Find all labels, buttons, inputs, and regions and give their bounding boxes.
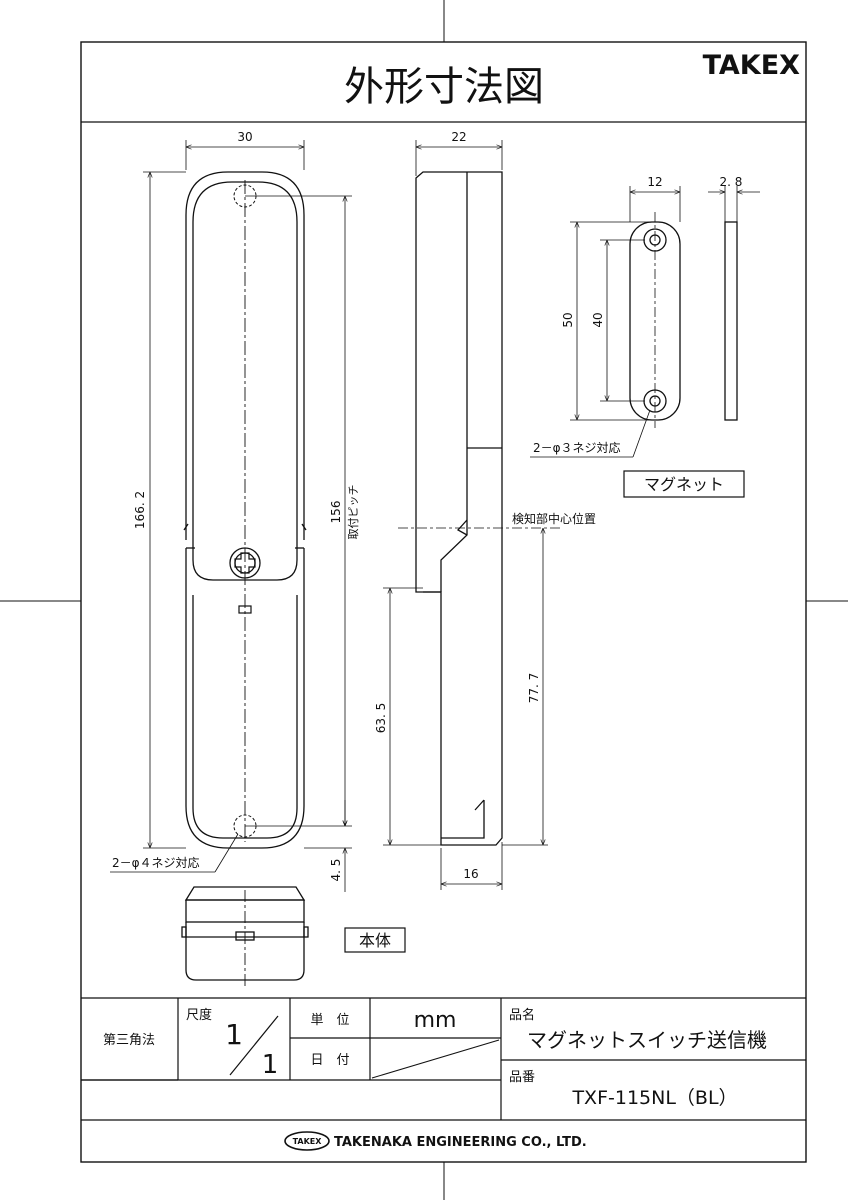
- dim-total-height-label: 166. 2: [133, 491, 147, 529]
- dim-sensor-offset-label: 77. 7: [527, 673, 541, 704]
- product-number-label: 品番: [509, 1070, 535, 1085]
- dim-side-width-label: 22: [451, 130, 466, 144]
- dim-mount-pitch-value: 156: [329, 501, 343, 524]
- dim-magnet-thickness: [708, 186, 760, 222]
- date-label: 日 付: [310, 1053, 349, 1068]
- dim-side-width: [415, 140, 503, 176]
- dim-total-height: [143, 171, 186, 849]
- dim-magnet-hole-pitch-label: 40: [591, 312, 605, 327]
- drawing-frame: [80, 41, 807, 1163]
- main-body-label: 本体: [359, 931, 391, 950]
- main-screw-note: 2－φ４ネジ対応: [112, 856, 200, 870]
- dim-mount-pitch: [245, 195, 352, 827]
- projection-label: 第三角法: [103, 1033, 155, 1048]
- magnet-side-view: [724, 221, 738, 421]
- dim-width-label: 30: [237, 130, 252, 144]
- magnet-screw-note: 2－φ３ネジ対応: [533, 441, 621, 455]
- page-title: 外形寸法図: [344, 64, 544, 110]
- scale-denominator: 1: [262, 1050, 279, 1080]
- magnet-screw-leader: [530, 409, 651, 458]
- company-logo-text: TAKEX: [293, 1137, 323, 1146]
- dim-bottom-width: [440, 842, 503, 890]
- dim-bottom-offset-label: 4. 5: [329, 859, 343, 882]
- product-name-label: 品名: [509, 1007, 535, 1023]
- main-screw-leader: [110, 833, 239, 873]
- dim-lower-offset-label: 63. 5: [374, 703, 388, 734]
- main-body-side-view: [415, 171, 503, 846]
- scale-numerator: 1: [225, 1018, 243, 1051]
- unit-value: mm: [414, 1008, 457, 1033]
- dim-sensor-offset: [502, 528, 548, 846]
- dim-magnet-height-label: 50: [561, 312, 575, 327]
- dim-magnet-hole-pitch: [600, 239, 645, 402]
- company-logo: TAKEX: [284, 1131, 330, 1151]
- title-block-grid: [81, 997, 806, 1121]
- unit-label: 単 位: [310, 1012, 349, 1028]
- dim-magnet-thickness-label: 2. 8: [720, 175, 743, 189]
- company-name: TAKENAKA ENGINEERING CO., LTD.: [334, 1135, 587, 1150]
- dim-mount-pitch-label: 取付ピッチ: [347, 485, 360, 540]
- dim-magnet-width: [629, 186, 681, 222]
- dim-bottom-offset: [304, 800, 352, 892]
- brand-logo: TAKEX: [703, 50, 801, 81]
- dim-magnet-height: [570, 221, 652, 421]
- scale-label: 尺度: [186, 1007, 212, 1023]
- dim-width-30: [185, 140, 305, 170]
- product-number-value: TXF-115NL（BL）: [571, 1087, 737, 1109]
- dim-magnet-width-label: 12: [647, 175, 662, 189]
- product-name-value: マグネットスイッチ送信機: [527, 1028, 767, 1052]
- dim-lower-offset: [383, 587, 441, 846]
- sensor-center-label: 検知部中心位置: [512, 511, 596, 526]
- dim-bottom-width-label: 16: [463, 867, 478, 881]
- magnet-label: マグネット: [644, 475, 724, 494]
- magnet-label-box: [623, 470, 745, 498]
- main-body-label-box: [344, 927, 406, 953]
